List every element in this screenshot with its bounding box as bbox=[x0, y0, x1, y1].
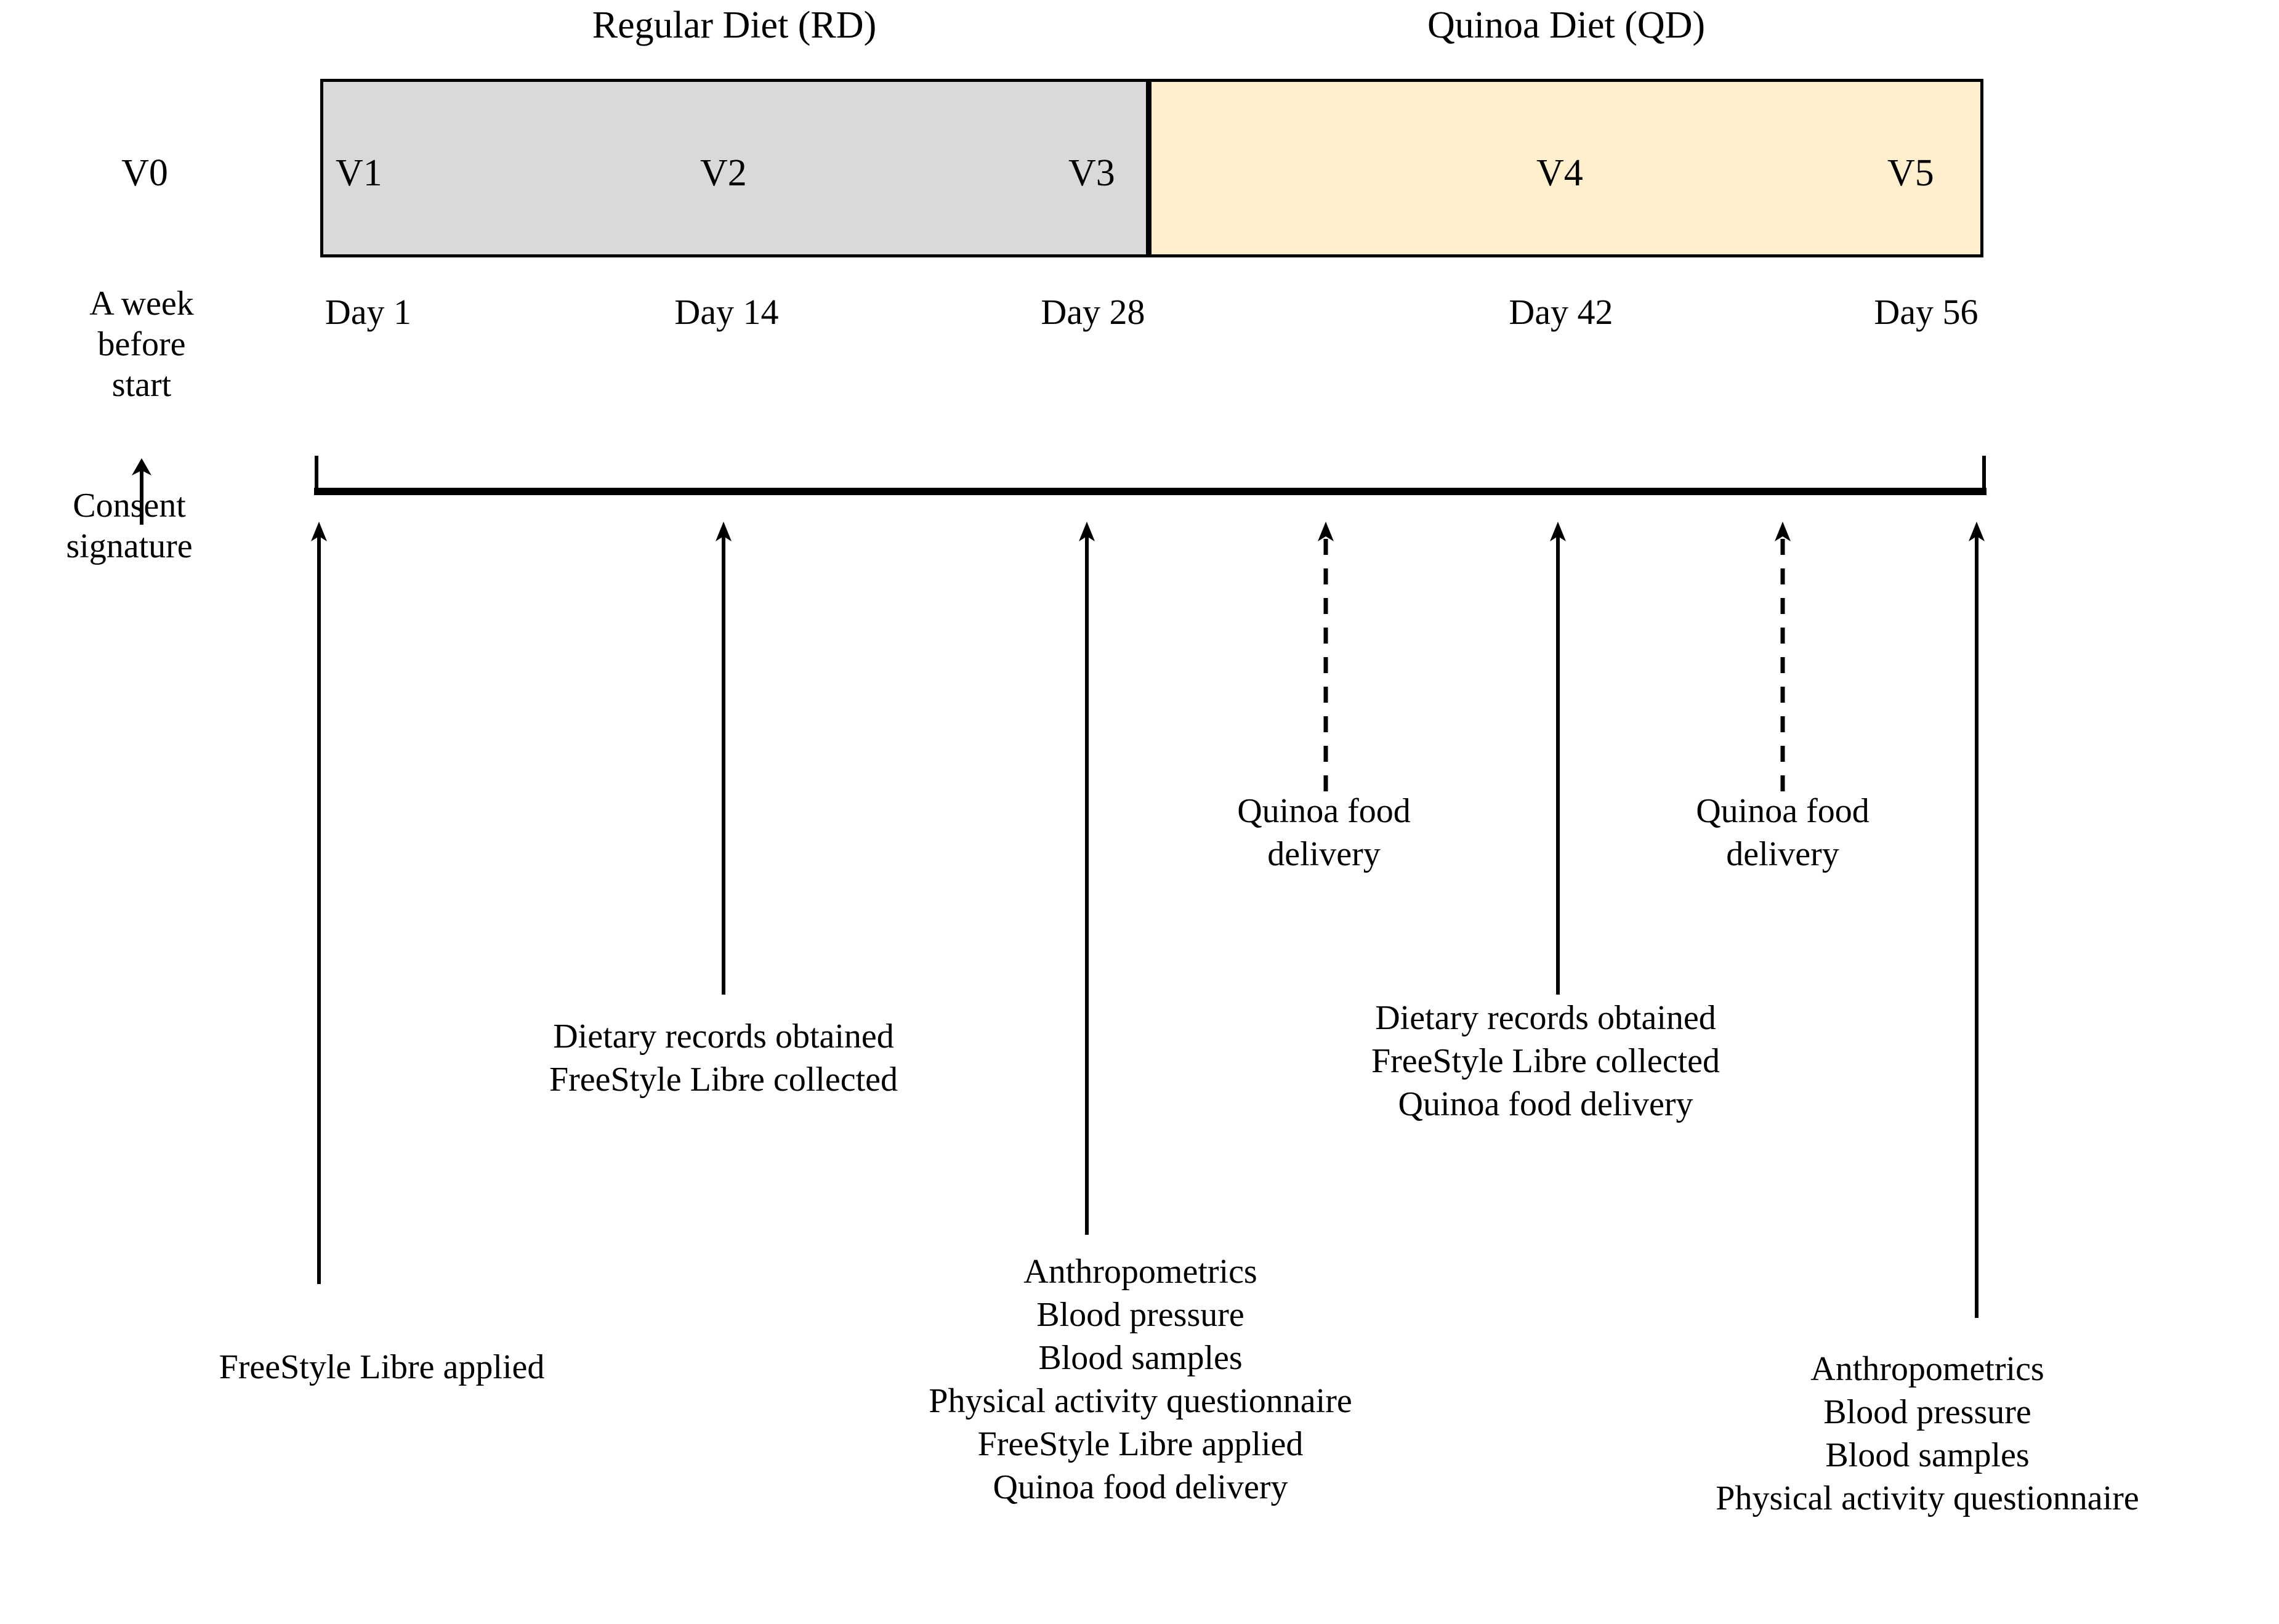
event-text-v2: Dietary records obtained FreeStyle Libre… bbox=[549, 1017, 898, 1099]
event-arrow-delivery-2 bbox=[1775, 522, 1791, 791]
day-label-v1: Day 1 bbox=[325, 292, 412, 332]
v0-timing-note: A week before start bbox=[89, 285, 194, 405]
event-text-v4: Dietary records obtained FreeStyle Libre… bbox=[1371, 999, 1720, 1123]
event-arrow-v3 bbox=[1079, 522, 1095, 1235]
day-label-v2: Day 14 bbox=[674, 292, 779, 332]
phase-title-regular-diet: Regular Diet (RD) bbox=[592, 4, 877, 46]
visit-label-v3: V3 bbox=[1068, 152, 1115, 194]
day-label-v4: Day 42 bbox=[1509, 292, 1613, 332]
event-text-v3: Anthropometrics Blood pressure Blood sam… bbox=[929, 1253, 1352, 1506]
event-text-delivery-1: Quinoa food delivery bbox=[1237, 792, 1411, 873]
visit-label-v5: V5 bbox=[1887, 152, 1934, 194]
visit-label-v4: V4 bbox=[1536, 152, 1583, 194]
phase-box-quinoa-diet bbox=[1148, 79, 1983, 257]
event-arrow-v1 bbox=[311, 522, 327, 1284]
v0-consent-note: Consent signature bbox=[66, 487, 193, 566]
day-label-v5: Day 56 bbox=[1874, 292, 1978, 332]
visit-label-v0: V0 bbox=[121, 152, 168, 194]
event-arrow-v2 bbox=[716, 522, 732, 995]
day-label-v3: Day 28 bbox=[1041, 292, 1145, 332]
event-arrow-delivery-1 bbox=[1318, 522, 1334, 791]
timeline-bracket bbox=[314, 456, 1987, 495]
event-arrow-v5 bbox=[1969, 522, 1985, 1318]
phase-title-quinoa-diet: Quinoa Diet (QD) bbox=[1427, 4, 1706, 46]
phase-box-regular-diet bbox=[320, 79, 1149, 257]
v0-consent-arrow-icon bbox=[132, 458, 151, 525]
event-arrow-v4 bbox=[1550, 522, 1566, 995]
event-text-delivery-2: Quinoa food delivery bbox=[1696, 792, 1870, 873]
event-text-v5: Anthropometrics Blood pressure Blood sam… bbox=[1716, 1350, 2139, 1517]
visit-label-v2: V2 bbox=[700, 152, 747, 194]
event-text-v1: FreeStyle Libre applied bbox=[219, 1348, 545, 1386]
visit-label-v1: V1 bbox=[336, 152, 382, 194]
